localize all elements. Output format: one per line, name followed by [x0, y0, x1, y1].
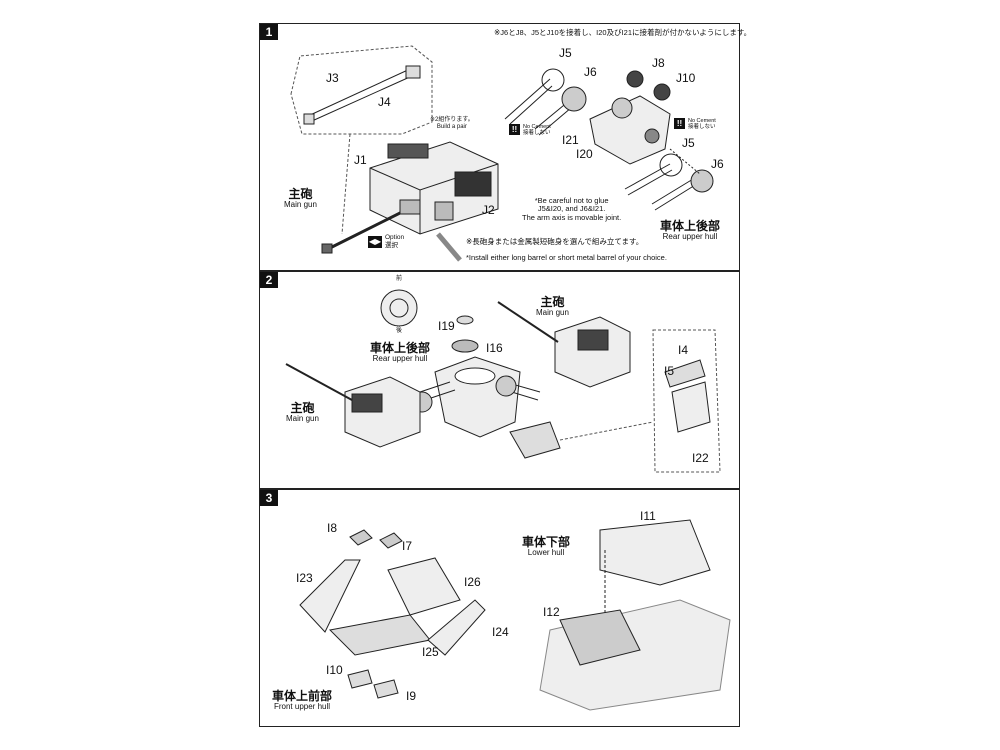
part-label-j5-b: J5: [682, 136, 695, 150]
part-label-i7: I7: [402, 539, 413, 553]
part-label-j6: J6: [584, 65, 597, 79]
front-hull-jp: 車体上前部: [272, 689, 333, 703]
careful-line-3: The arm axis is movable joint.: [522, 212, 622, 222]
step-3-panel: 3 I8 I7 I23 I26 I24 I25 I10 I9 I11 I12 車…: [259, 489, 740, 727]
lower-hull-jp: 車体下部: [522, 535, 571, 549]
main-gun-jp: 主砲: [540, 295, 565, 309]
step-1-panel: 1: [259, 23, 751, 271]
part-label-j2: J2: [482, 203, 495, 217]
front-mark: 前: [396, 276, 403, 282]
part-label-j10: J10: [676, 71, 696, 85]
front-hull-en: Front upper hull: [273, 702, 331, 712]
barrel-note-en: *Install either long barrel or short met…: [466, 253, 667, 262]
lower-hull-en: Lower hull: [527, 548, 565, 558]
part-label-i19: I19: [438, 319, 455, 333]
no-cement-en: No Cement: [688, 118, 716, 124]
part-label-i12: I12: [543, 605, 560, 619]
option-jp: 選択: [385, 241, 398, 249]
part-label-j6-b: J6: [711, 157, 724, 171]
no-cement-jp: 接着しない: [688, 124, 716, 131]
rear-hull-label: 車体上後部 Rear upper hull: [660, 219, 721, 242]
warning-icon: !!: [674, 118, 685, 129]
barrel-note-jp: ※長砲身または金属製短砲身を選んで組み立てます。: [466, 237, 644, 246]
option-icon: ◀▶: [368, 235, 382, 248]
part-label-i5: I5: [664, 364, 675, 378]
rear-hull-en: Rear upper hull: [372, 354, 428, 364]
part-label-j3: J3: [326, 71, 339, 85]
step-number: 3: [260, 490, 278, 506]
option-en: Option: [385, 234, 405, 241]
step-1-illustration: [290, 45, 714, 262]
part-label-i9: I9: [406, 689, 417, 703]
no-cement-jp: 接着しない: [523, 130, 551, 137]
main-gun-jp: 主砲: [290, 401, 315, 415]
part-label-i11: I11: [640, 509, 656, 523]
main-gun-label-left: 主砲 Main gun: [286, 401, 319, 424]
careful-line-1: *Be careful not to glue: [534, 196, 609, 205]
rear-hull-en: Rear upper hull: [662, 232, 718, 242]
no-cement-en: No Cement: [523, 124, 551, 130]
step-number: 1: [260, 24, 278, 40]
glue-note: ※J6とJ8、J5とJ10を接着し、I20及びI21に接着剤が付かないようにしま…: [494, 28, 752, 37]
main-gun-jp: 主砲: [288, 187, 313, 201]
pair-note: ※2組作ります。 Build a pair: [430, 117, 474, 130]
part-label-i25: I25: [422, 645, 439, 659]
rear-hull-jp: 車体上後部: [660, 219, 721, 233]
part-label-i23: I23: [296, 571, 313, 585]
part-label-i16: I16: [486, 341, 503, 355]
part-label-i4: I4: [678, 343, 689, 357]
back-mark: 後: [396, 328, 403, 334]
part-label-i21: I21: [562, 133, 579, 147]
step-number: 2: [260, 272, 278, 288]
part-label-j1: J1: [354, 153, 367, 167]
step-2-illustration: [285, 289, 721, 473]
main-gun-en: Main gun: [284, 200, 317, 210]
main-gun-en: Main gun: [286, 414, 319, 424]
main-gun-en: Main gun: [536, 308, 569, 318]
rear-hull-jp: 車体上後部: [370, 341, 431, 355]
part-label-j4: J4: [378, 95, 391, 109]
lower-hull-label: 車体下部 Lower hull: [522, 535, 571, 558]
step-3-illustration: [299, 519, 731, 711]
part-label-i20: I20: [576, 147, 593, 161]
pair-note-en: Build a pair: [436, 123, 467, 130]
rear-hull-label-2: 車体上後部 Rear upper hull: [370, 341, 431, 364]
part-label-i24: I24: [492, 625, 509, 639]
careful-note: *Be careful not to glue J5&I20, and J6&I…: [522, 196, 622, 222]
main-gun-label: 主砲 Main gun: [284, 187, 317, 210]
step-2-panel: 2 前 後 I19: [259, 271, 740, 489]
part-label-i8: I8: [327, 521, 338, 535]
pair-note-jp: ※2組作ります。: [430, 117, 474, 123]
part-label-i26: I26: [464, 575, 481, 589]
main-gun-label-right: 主砲 Main gun: [536, 295, 569, 318]
part-label-j5: J5: [559, 46, 572, 60]
part-label-i10: I10: [326, 663, 343, 677]
part-label-j8: J8: [652, 56, 665, 70]
careful-line-2: J5&I20, and J6&I21.: [537, 204, 606, 214]
warning-icon: !!: [509, 124, 520, 135]
front-hull-label: 車体上前部 Front upper hull: [272, 689, 333, 712]
part-label-i22: I22: [692, 451, 709, 465]
